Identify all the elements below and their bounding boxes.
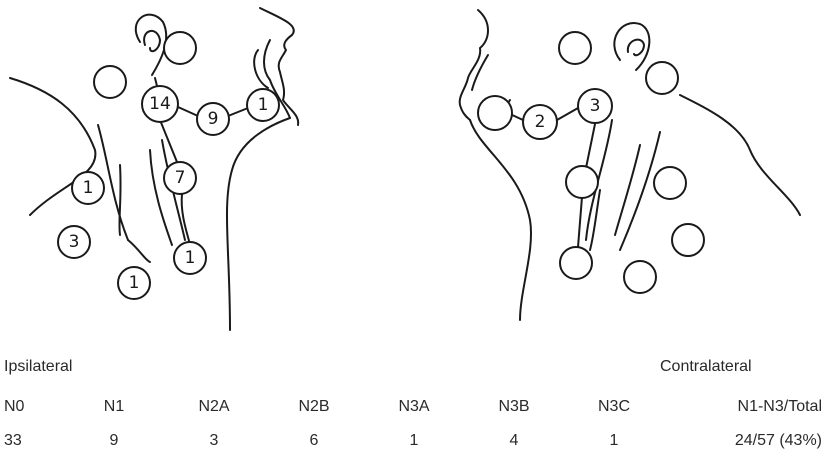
node-mid-jugular-right [566,166,598,198]
value-n3a: 1 [364,424,464,458]
contralateral-label: Contralateral [660,358,752,376]
count-posterior-mid-left: 3 [69,232,80,252]
node-posterior-mid-right [672,224,704,256]
lymph-node-diagram: 14 9 1 7 1 1 3 1 [0,0,830,350]
count-mid-jugular-left: 7 [175,168,186,188]
header-n1: N1 [64,390,164,424]
value-n3c: 1 [564,424,664,458]
count-upper-jugular-right: 3 [590,96,601,116]
ipsilateral-head-outline [10,8,298,330]
header-total: N1-N3/Total [664,390,830,424]
count-submandibular-right: 2 [535,112,546,132]
node-parotid-left [94,66,126,98]
header-n2a: N2A [164,390,264,424]
node-supraclavicular-right [624,261,656,293]
value-n1: 9 [64,424,164,458]
node-submental-right [478,96,512,130]
count-supraclavicular-left: 1 [129,273,140,293]
node-preauricular-right [559,32,591,64]
value-n0: 33 [0,424,64,458]
node-posterior-upper-right [654,167,686,199]
ipsilateral-label: Ipsilateral [4,358,72,376]
node-parotid-right [646,62,678,94]
header-n0: N0 [0,390,64,424]
header-n2b: N2B [264,390,364,424]
node-lower-jugular-right [560,247,592,279]
count-submental-left: 1 [258,95,269,115]
value-n2a: 3 [164,424,264,458]
staging-table: N0 N1 N2A N2B N3A N3B N3C N1-N3/Total 33… [0,390,830,458]
count-submandibular-left: 9 [208,109,219,129]
table-header-row: N0 N1 N2A N2B N3A N3B N3C N1-N3/Total [0,390,830,424]
node-preauricular-left [164,32,196,64]
header-n3c: N3C [564,390,664,424]
count-posterior-upper-left: 1 [83,178,94,198]
table-value-row: 33 9 3 6 1 4 1 24/57 (43%) [0,424,830,458]
header-n3a: N3A [364,390,464,424]
value-n3b: 4 [464,424,564,458]
header-n3b: N3B [464,390,564,424]
count-lower-jugular-left: 1 [185,248,196,268]
contralateral-nodes: 2 3 [478,32,704,293]
count-upper-jugular-left: 14 [149,94,171,114]
value-total: 24/57 (43%) [664,424,830,458]
value-n2b: 6 [264,424,364,458]
